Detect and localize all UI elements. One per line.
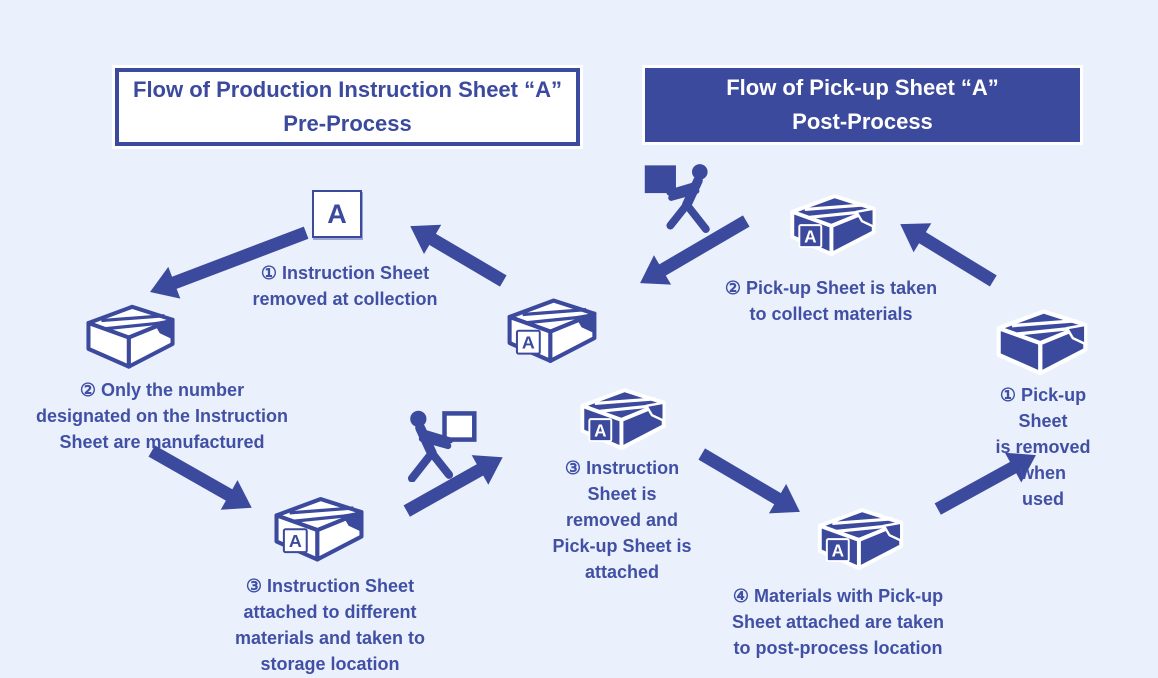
arrow-swap-to-postprocess	[691, 438, 809, 527]
box-sheet-label: A	[804, 226, 816, 246]
box-sheet-label: A	[289, 531, 302, 551]
post-step2-caption: ② Pick-up Sheet is taken to collect mate…	[724, 278, 938, 324]
materials-box-with-instruction-sheet-icon: A	[270, 488, 368, 564]
box-sheet-label: A	[832, 540, 844, 560]
box-sheet-label: A	[522, 333, 535, 353]
manufactured-materials-box-icon	[82, 296, 179, 371]
post-step4-caption: ④ Materials with Pick-up Sheet attached …	[731, 586, 945, 658]
post-process-title: Flow of Pick-up Sheet “A” Post-Process	[645, 68, 1080, 142]
box-sheet-label: A	[594, 420, 606, 440]
instruction-sheet-a-icon: A	[312, 190, 362, 238]
pickup-box-with-sheet-icon: A	[786, 184, 880, 260]
pre-step1-caption: ① Instruction Sheet removed at collectio…	[252, 263, 438, 309]
pre-process-title: Flow of Production Instruction Sheet “A”…	[115, 68, 580, 146]
worker-carrying-box-icon	[640, 160, 718, 234]
post-step3-caption: ③ Instruction Sheet is removed and Pick-…	[552, 458, 692, 582]
materials-box-with-pickup-sheet-icon: A	[813, 500, 908, 572]
pre-step2-caption: ② Only the number designated on the Inst…	[35, 380, 289, 452]
box-with-pickup-sheet-icon: A	[576, 380, 670, 452]
worker-carrying-box-icon	[398, 408, 482, 482]
materials-box-in-use-icon	[992, 300, 1092, 378]
pre-step3-caption: ③ Instruction Sheet attached to differen…	[234, 576, 426, 674]
post-step1-caption: ① Pick-up Sheet is removed when used	[995, 385, 1091, 509]
collected-box-with-instruction-sheet-icon: A	[503, 290, 601, 365]
